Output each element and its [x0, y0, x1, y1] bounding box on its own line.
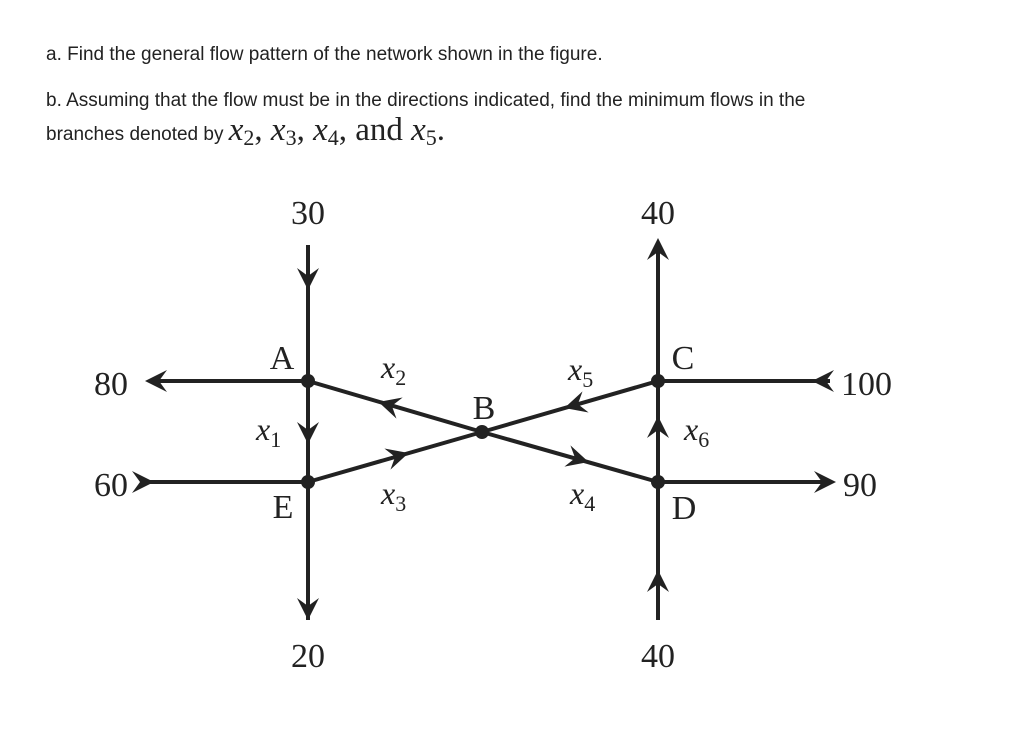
branch-x6-var: x: [683, 411, 698, 447]
question-part-b-math: x2, x3, x4, and x5.: [228, 112, 446, 150]
arrow-40-into-D: [647, 570, 669, 592]
math-x4-var: x: [313, 112, 328, 148]
arrow-C-to-40: [647, 238, 669, 260]
math-x4-sub: 4: [327, 125, 339, 150]
branch-label-x6: x6: [683, 411, 709, 452]
flow-label-left-lower: 60: [94, 467, 128, 504]
flow-label-top-right: 40: [641, 195, 675, 232]
node-E-dot: [301, 475, 315, 489]
math-x2-var: x: [228, 112, 244, 148]
node-label-D: D: [672, 490, 697, 527]
flow-label-left-upper: 80: [94, 366, 128, 403]
branch-label-x3: x3: [380, 475, 406, 516]
branch-x2-var: x: [380, 349, 395, 385]
question-part-a: a. Find the general flow pattern of the …: [46, 44, 603, 65]
branch-x2-sub: 2: [395, 365, 406, 390]
branch-x6-sub: 6: [698, 427, 709, 452]
arrow-60-into-E: [132, 471, 154, 493]
flow-label-right-upper: 100: [841, 366, 892, 403]
arrow-C-to-B-x5: [564, 391, 589, 413]
branch-x3: [307, 430, 483, 484]
math-sep1: ,: [254, 112, 271, 148]
flow-label-top-left: 30: [291, 195, 325, 232]
branch-x1-var: x: [255, 411, 270, 447]
branch-x3-sub: 3: [395, 491, 406, 516]
arrow-30-into-A: [297, 268, 319, 290]
branch-label-x2: x2: [380, 349, 406, 390]
flow-label-bottom-right: 40: [641, 638, 675, 675]
branch-x3-var: x: [380, 475, 395, 511]
node-label-C: C: [672, 340, 695, 377]
branch-x4-sub: 4: [584, 491, 595, 516]
branch-label-x5: x5: [567, 351, 593, 392]
math-end: .: [436, 112, 446, 148]
arrow-B-to-A-x2: [378, 397, 403, 419]
node-A-dot: [301, 374, 315, 388]
branch-x4-var: x: [569, 475, 584, 511]
arrow-D-to-90: [814, 471, 836, 493]
arrow-E-to-B-x3: [384, 448, 409, 470]
node-B-dot: [475, 425, 489, 439]
flow-label-right-lower: 90: [843, 467, 877, 504]
math-sep3: , and: [338, 112, 412, 148]
node-label-B: B: [473, 390, 496, 427]
math-x3-sub: 3: [285, 125, 297, 150]
flow-label-bottom-left: 20: [291, 638, 325, 675]
node-C-dot: [651, 374, 665, 388]
arrow-E-to-20: [297, 598, 319, 620]
math-x3-var: x: [270, 112, 286, 148]
question-part-b-line2: branches denoted by x2, x3, x4, and x5.: [46, 112, 445, 151]
node-D-dot: [651, 475, 665, 489]
question-part-b-line1: b. Assuming that the flow must be in the…: [46, 90, 806, 111]
arrow-A-to-80: [145, 370, 167, 392]
branch-label-x4: x4: [569, 475, 595, 516]
branch-x2: [307, 379, 483, 434]
math-x5-sub: 5: [425, 125, 437, 150]
arrow-A-to-E-x1: [297, 422, 319, 444]
node-label-A: A: [270, 340, 295, 377]
math-x2-sub: 2: [243, 125, 255, 150]
branch-label-x1: x1: [255, 411, 281, 452]
math-x5-var: x: [411, 112, 426, 148]
branch-x4: [481, 430, 659, 484]
arrow-100-into-C: [812, 370, 834, 392]
arrow-B-to-D-x4: [564, 445, 589, 467]
branch-x5-var: x: [567, 351, 582, 387]
question-part-b-text: branches denoted by: [46, 124, 224, 145]
branch-x1-sub: 1: [270, 427, 281, 452]
arrow-D-to-C-x6: [647, 416, 669, 438]
math-sep2: ,: [296, 112, 314, 148]
branch-x5-sub: 5: [582, 367, 593, 392]
node-label-E: E: [273, 489, 294, 526]
